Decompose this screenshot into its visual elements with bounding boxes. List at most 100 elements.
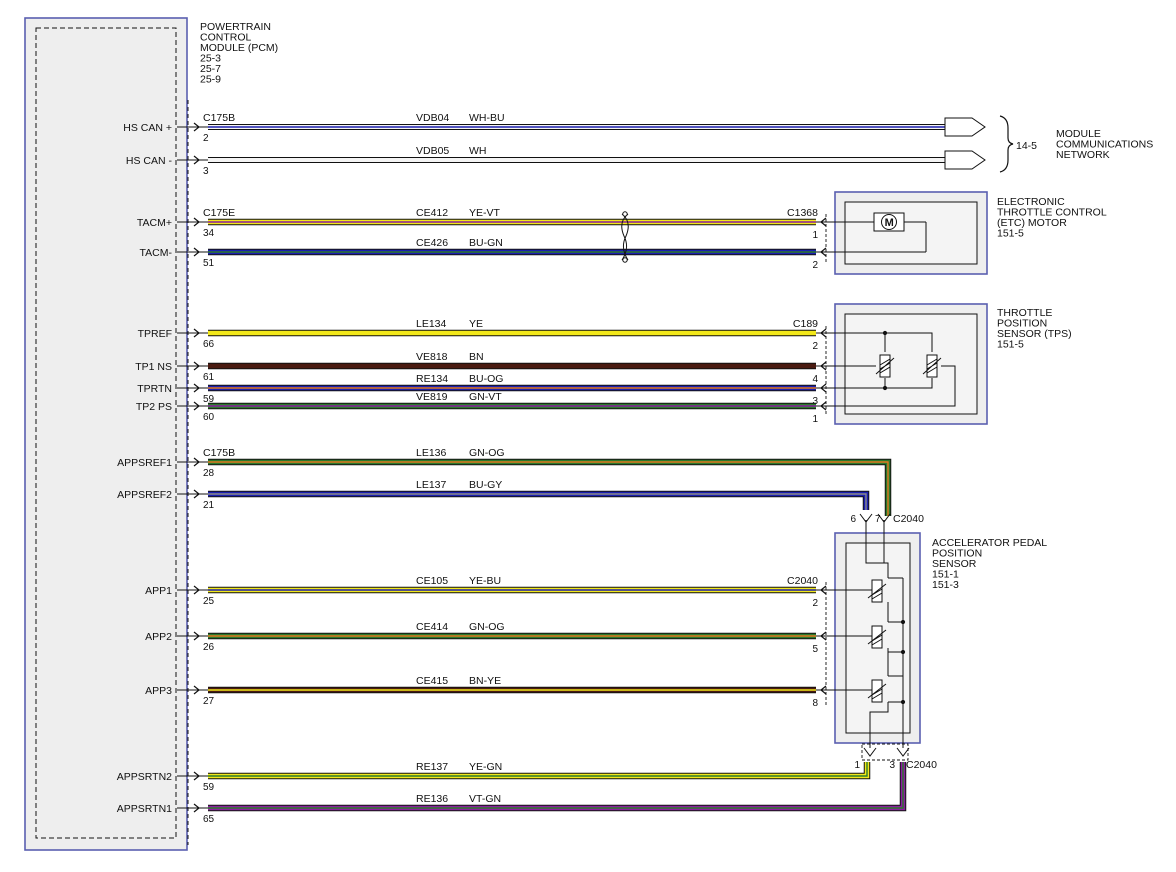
circuit-id: CE426 [416, 237, 448, 249]
circuit-id: RE136 [416, 793, 448, 805]
wire-color-code: WH-BU [469, 112, 505, 124]
c2040-top-connector-icon [859, 513, 891, 523]
pcm-pin-arrow-icon [193, 383, 200, 393]
circuit-id: VDB04 [416, 112, 449, 124]
pcm-pin-arrow-icon [193, 771, 200, 781]
pcm-signal-3: TACM- [140, 247, 173, 259]
pcm-pin-number: 66 [203, 339, 215, 350]
apps-label-line: ACCELERATOR PEDAL [932, 537, 1047, 549]
pcm-signal-6: TPRTN [137, 383, 172, 395]
circuit-id: CE412 [416, 207, 448, 219]
pcm-pin-number: 21 [203, 500, 215, 511]
wire-color-code: WH [469, 145, 487, 157]
pcm-title-line: POWERTRAIN [200, 21, 271, 33]
wire-color-code: BN [469, 351, 484, 363]
circuit-id: LE134 [416, 318, 447, 330]
c2040-top-connector-id: C2040 [893, 513, 924, 525]
wire-color-code: BU-OG [469, 373, 503, 385]
wire-outline [208, 762, 907, 812]
end-pin-number: 2 [812, 260, 818, 271]
pcm-pin-number: 28 [203, 468, 215, 479]
apps-label: ACCELERATOR PEDALPOSITIONSENSOR151-1151-… [932, 537, 1047, 591]
pcm-connector-id: C175B [203, 447, 235, 459]
pcm-title-line: MODULE (PCM) [200, 42, 278, 54]
pcm-signal-1: HS CAN - [126, 155, 173, 167]
pcm-pin-arrow-icon [193, 585, 200, 595]
end-pin-number: 2 [812, 341, 818, 352]
circuit-id: CE105 [416, 575, 448, 587]
circuit-id: LE136 [416, 447, 447, 459]
pcm-pin-arrow-icon [193, 247, 200, 257]
circuit-id: RE137 [416, 761, 448, 773]
network-brace-icon [999, 115, 1014, 173]
pcm-pin-arrow-icon [193, 401, 200, 411]
pcm-module-inner-dashed [35, 27, 177, 839]
pcm-pin-number: 27 [203, 696, 215, 707]
pcm-signal-12: APP3 [145, 685, 172, 697]
pcm-pin-number: 65 [203, 814, 215, 825]
wire-color-code: VT-GN [469, 793, 501, 805]
network-label-line: NETWORK [1056, 149, 1110, 161]
c2040-bottom-connector-icon [863, 747, 910, 757]
pcm-pin-arrow-icon [193, 328, 200, 338]
end-pin-number: 5 [812, 644, 818, 655]
pcm-title-line: 25-3 [200, 53, 221, 65]
tps-circuit [825, 330, 956, 407]
twisted-pair-icon [621, 211, 629, 263]
circuit-id: CE414 [416, 621, 448, 633]
network-ref: 14-5 [1016, 140, 1037, 152]
pcm-signal-10: APP1 [145, 585, 172, 597]
pcm-signal-0: HS CAN + [123, 122, 172, 134]
wire-color-code: YE [469, 318, 483, 330]
wire-stripe [208, 461, 889, 516]
wire-stripe [208, 762, 868, 777]
apps-wiper-3-icon [867, 683, 887, 700]
etc-motor-inner [844, 201, 978, 265]
wire-color-code: GN-OG [469, 621, 505, 633]
circuit-id: RE134 [416, 373, 448, 385]
circuit-id: VE819 [416, 391, 448, 403]
wire-outline [208, 490, 870, 510]
etc-motor-label-line: THROTTLE CONTROL [997, 207, 1107, 219]
tps-label-line: SENSOR (TPS) [997, 328, 1072, 340]
pcm-pin-number: 26 [203, 642, 215, 653]
tps-inner [844, 313, 978, 415]
end-pin-number: 1 [812, 230, 818, 241]
circuit-id: VE818 [416, 351, 448, 363]
c2040-top-pin-6: 6 [850, 514, 856, 525]
end-pin-number: 2 [812, 598, 818, 609]
apps-circuit [825, 520, 906, 748]
pcm-pin-arrow-icon [193, 217, 200, 227]
pcm-signal-11: APP2 [145, 631, 172, 643]
hs-can-plus-arrow-icon [944, 117, 986, 137]
pcm-pin-arrow-icon [193, 631, 200, 641]
tps-label-line: POSITION [997, 318, 1047, 330]
circuit-id: VDB05 [416, 145, 449, 157]
pcm-connector-id: C175B [203, 112, 235, 124]
pcm-pin-arrow-icon [193, 685, 200, 695]
end-connector-id: C2040 [787, 575, 818, 587]
wire-color-code: BU-GN [469, 237, 503, 249]
pcm-pin-arrow-icon [193, 361, 200, 371]
wire-stripe [208, 762, 904, 809]
pcm-signal-2: TACM+ [137, 217, 172, 229]
apps-wiper-2-icon [867, 629, 887, 646]
end-pin-number: 8 [812, 698, 818, 709]
wire-body [208, 459, 891, 516]
